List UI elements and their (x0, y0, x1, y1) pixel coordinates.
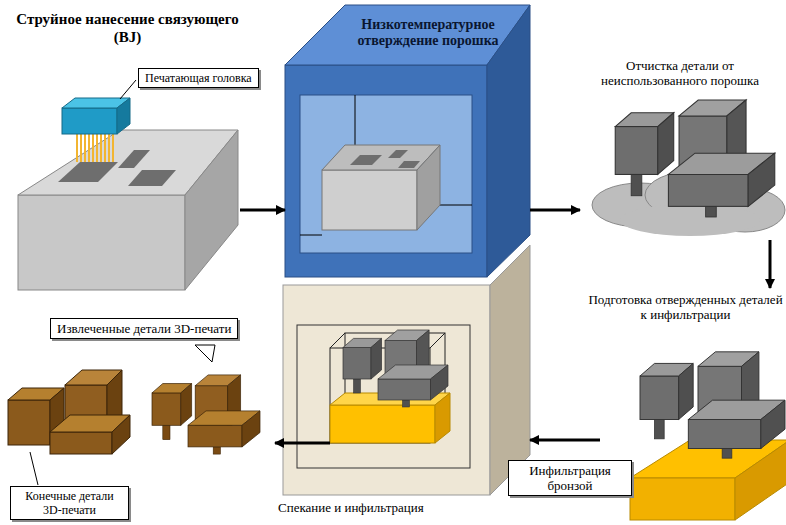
stage-label: Подготовка отвержденных деталей к инфиль… (588, 292, 783, 322)
stage-label: Низкотемпературное отверждение порошка (343, 17, 513, 49)
stage-node: Низкотемпературное отверждение порошка (285, 5, 530, 277)
final-parts (8, 370, 130, 485)
callout-label: Конечные детали 3D-печати (10, 486, 129, 520)
stage-node: Инфильтрация бронзой (508, 460, 632, 496)
callout-label: Печатающая головка (138, 68, 259, 88)
stage-node: Спекание и инфильтрация (330, 280, 530, 522)
stage-node: Отчистка детали от неиспользованного пор… (580, 8, 785, 240)
stage-node: Конечные детали 3D-печати (5, 368, 140, 522)
flow-arrow (769, 240, 772, 288)
stage-node: Струйное нанесение связующего (BJ) (15, 8, 240, 298)
flow-arrow (530, 209, 580, 212)
sintering-furnace (283, 245, 530, 495)
stage-label: Спекание и инфильтрация (278, 500, 424, 515)
curing-oven (285, 5, 530, 277)
stage-label: Струйное нанесение связующего (BJ) (10, 10, 245, 46)
flow-arrow (240, 209, 285, 212)
stage-node: Печатающая головка (138, 68, 259, 88)
flow-arrow (530, 439, 600, 442)
extracted-parts (152, 345, 260, 454)
infiltration-prep (630, 352, 786, 520)
flow-arrow (275, 442, 330, 445)
powder-cleaning (592, 100, 785, 236)
stage-label: Отчистка детали от неиспользованного пор… (580, 58, 780, 88)
binder-jet-printer (18, 80, 238, 290)
stage-node: Извлеченные детали 3D-печати (140, 318, 275, 478)
callout-label: Извлеченные детали 3D-печати (50, 318, 238, 339)
callout-label: Инфильтрация бронзой (508, 460, 632, 496)
